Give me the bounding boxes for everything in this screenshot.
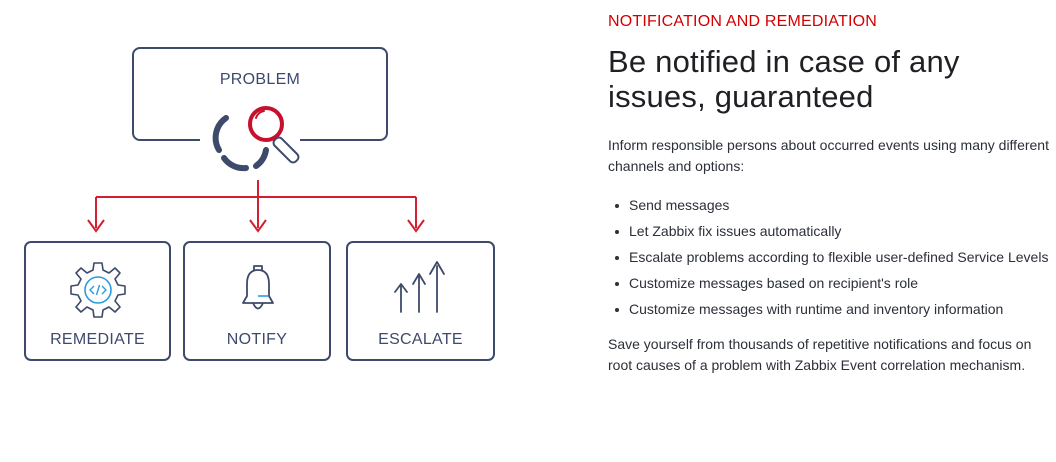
- feature-text: Escalate problems according to flexible …: [629, 249, 1049, 265]
- feature-text: Customize messages based on recipient's …: [629, 275, 919, 291]
- problem-label: PROBLEM: [219, 71, 301, 88]
- bell-icon: [242, 265, 274, 310]
- remediate-box: [24, 241, 171, 361]
- escalate-arrows-icon: [394, 261, 445, 313]
- feature-list: Send messages Let Zabbix fix issues auto…: [608, 195, 1054, 320]
- section-headline: Be notified in case of any issues, guara…: [608, 44, 1054, 114]
- bullet-icon: [615, 282, 619, 286]
- remediate-label: REMEDIATE: [50, 331, 145, 348]
- feature-item: Let Zabbix fix issues automatically: [608, 221, 1054, 242]
- bullet-icon: [615, 230, 619, 234]
- outro-paragraph: Save yourself from thousands of repetiti…: [608, 336, 1032, 373]
- gear-code-icon: [70, 262, 126, 318]
- headline-line-1: Be notified in case of any: [608, 44, 960, 79]
- escalate-box: [346, 241, 495, 361]
- content-column: NOTIFICATION AND REMEDIATION Be notified…: [608, 12, 1054, 376]
- bullet-icon: [615, 256, 619, 260]
- workflow-diagram: PROBLEM REMEDIATE NOTIFY ESCALATE: [24, 47, 495, 361]
- feature-item: Escalate problems according to flexible …: [608, 247, 1054, 268]
- arrow-connectors: [87, 180, 425, 233]
- magnifier-icon: [200, 106, 300, 172]
- bullet-icon: [615, 204, 619, 208]
- intro-paragraph: Inform responsible persons about occurre…: [608, 137, 1049, 174]
- section-eyebrow: NOTIFICATION AND REMEDIATION: [608, 13, 878, 30]
- headline-line-2: issues, guaranteed: [608, 79, 874, 114]
- escalate-label: ESCALATE: [378, 331, 463, 348]
- feature-item: Customize messages based on recipient's …: [608, 273, 1054, 294]
- feature-text: Customize messages with runtime and inve…: [629, 301, 1004, 317]
- notify-box: [183, 241, 331, 361]
- feature-text: Send messages: [629, 197, 730, 213]
- feature-item: Send messages: [608, 195, 1054, 216]
- bullet-icon: [615, 308, 619, 312]
- notify-label: NOTIFY: [226, 331, 288, 348]
- feature-item: Customize messages with runtime and inve…: [608, 299, 1054, 320]
- diagram-graphics: [24, 47, 495, 361]
- feature-text: Let Zabbix fix issues automatically: [629, 223, 842, 239]
